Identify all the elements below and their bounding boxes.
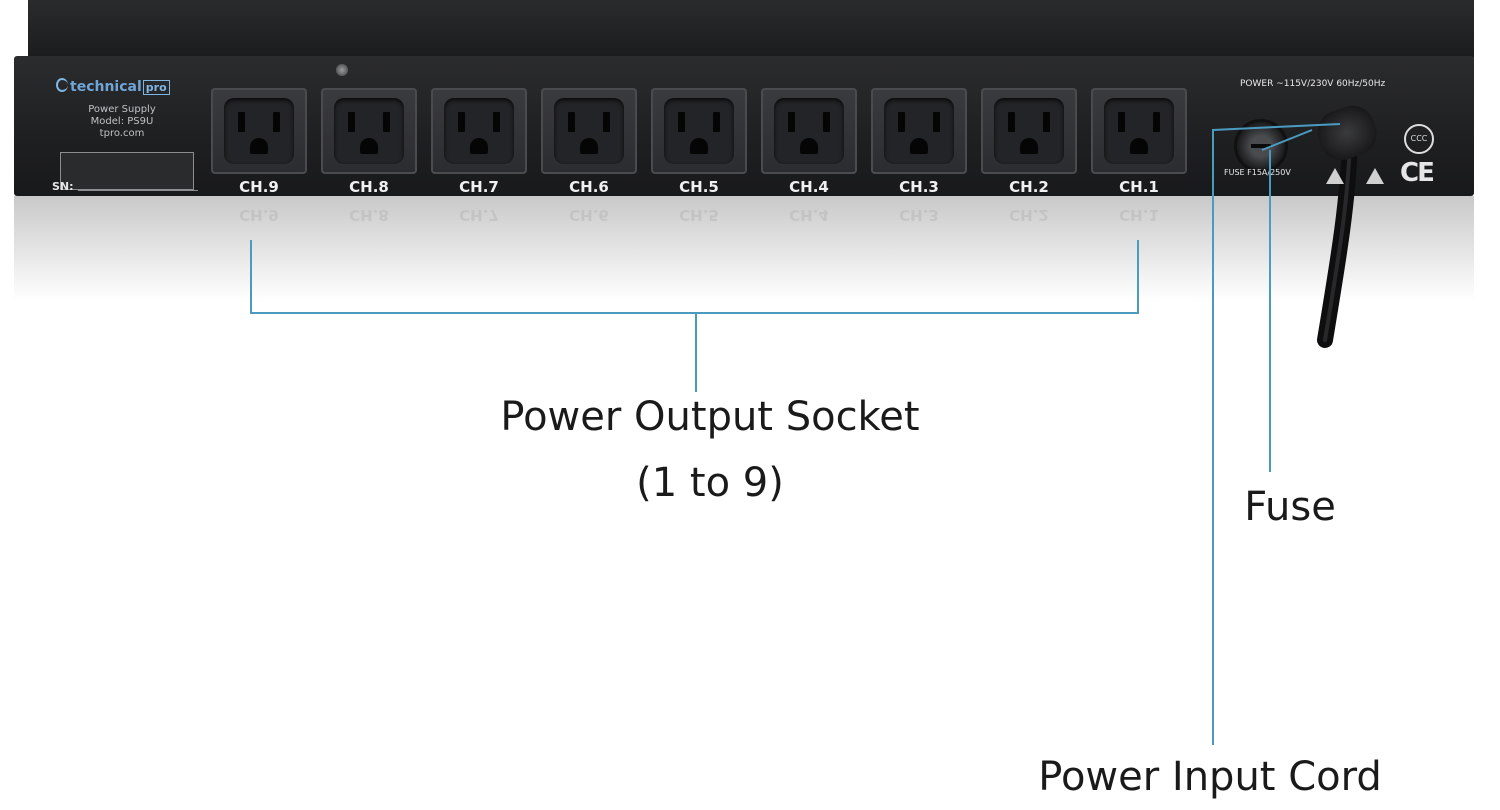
outlet-prong [458, 112, 465, 132]
outlet-prong [348, 112, 355, 132]
outlet-ground [250, 138, 268, 154]
power-outlet [211, 88, 307, 176]
outlet-icon [761, 88, 857, 174]
outlet-prong [568, 112, 575, 132]
serial-label: SN: [52, 180, 74, 193]
outlet-icon [541, 88, 637, 174]
outlet-prong [1008, 112, 1015, 132]
fuse-leader [1261, 129, 1313, 472]
ccc-mark-icon: CCC [1404, 124, 1434, 154]
rack-top-cover [28, 0, 1474, 58]
outlet-ground [690, 138, 708, 154]
fuse-rating: FUSE F15A/250V [1224, 168, 1291, 177]
power-outlet [321, 88, 417, 176]
power-outlet [541, 88, 637, 176]
outlet-ground [910, 138, 928, 154]
outlet-prong [273, 112, 280, 132]
logo-swirl-icon [56, 78, 68, 92]
brand-suffix: pro [142, 80, 170, 95]
outlet-face [444, 98, 514, 164]
outlet-ground [800, 138, 818, 154]
outlet-face [994, 98, 1064, 164]
outlet-icon [211, 88, 307, 174]
outlet-prong [678, 112, 685, 132]
outlet-prong [383, 112, 390, 132]
power-outlet [871, 88, 967, 176]
outlet-icon [871, 88, 967, 174]
outlet-prong [1043, 112, 1050, 132]
outlet-icon [321, 88, 417, 174]
channel-label: CH.6 [569, 178, 609, 196]
power-outlet [981, 88, 1077, 176]
outlet-ground [1020, 138, 1038, 154]
outlet-prong [713, 112, 720, 132]
outlet-icon [981, 88, 1077, 174]
ce-mark-icon: CE [1400, 158, 1435, 188]
channel-label: CH.7 [459, 178, 499, 196]
outputs-callout-line2: (1 to 9) [636, 460, 784, 506]
outlet-icon [651, 88, 747, 174]
outlet-prong [933, 112, 940, 132]
fuse-holder-icon [1237, 122, 1285, 170]
outlet-prong [823, 112, 830, 132]
outlet-ground [580, 138, 598, 154]
fuse-callout: Fuse [1244, 484, 1336, 530]
channel-label: CH.3 [899, 178, 939, 196]
channel-label: CH.5 [679, 178, 719, 196]
outlet-prong [1153, 112, 1160, 132]
channel-label: CH.4 [789, 178, 829, 196]
power-outlet [651, 88, 747, 176]
outlet-icon [1091, 88, 1187, 174]
warning-triangle-icon [1326, 168, 1344, 184]
channel-label: CH.8 [349, 178, 389, 196]
serial-line [78, 190, 198, 191]
power-outlet [761, 88, 857, 176]
power-outlet [431, 88, 527, 176]
warning-label [60, 152, 194, 190]
outlet-face [1104, 98, 1174, 164]
brand-name: technical [70, 79, 142, 95]
outlet-prong [1118, 112, 1125, 132]
model-line: Power Supply [88, 104, 156, 115]
panel-reflection [14, 196, 1474, 301]
outlet-prong [898, 112, 905, 132]
outputs-callout-line1: Power Output Socket [500, 394, 920, 440]
outlet-face [334, 98, 404, 164]
outlet-face [224, 98, 294, 164]
outputs-leader [250, 240, 1139, 392]
model-line: tpro.com [99, 128, 145, 139]
outlet-prong [493, 112, 500, 132]
channel-label: CH.9 [239, 178, 279, 196]
screw-icon [336, 64, 348, 76]
outlet-ground [1130, 138, 1148, 154]
outlet-ground [470, 138, 488, 154]
channel-label: CH.1 [1119, 178, 1159, 196]
power-rating: POWER ~115V/230V 60Hz/50Hz [1240, 79, 1386, 89]
outlet-ground [360, 138, 378, 154]
outlet-face [774, 98, 844, 164]
outlet-face [664, 98, 734, 164]
outlet-icon [431, 88, 527, 174]
input-callout: Power Input Cord [1038, 754, 1382, 800]
outlet-prong [603, 112, 610, 132]
outlet-face [884, 98, 954, 164]
outlet-prong [788, 112, 795, 132]
warning-triangle-icon [1366, 168, 1384, 184]
outlet-face [554, 98, 624, 164]
model-line: Model: PS9U [90, 116, 154, 127]
input-leader [1212, 123, 1341, 745]
channel-label: CH.2 [1009, 178, 1049, 196]
outlet-prong [238, 112, 245, 132]
power-outlet [1091, 88, 1187, 176]
